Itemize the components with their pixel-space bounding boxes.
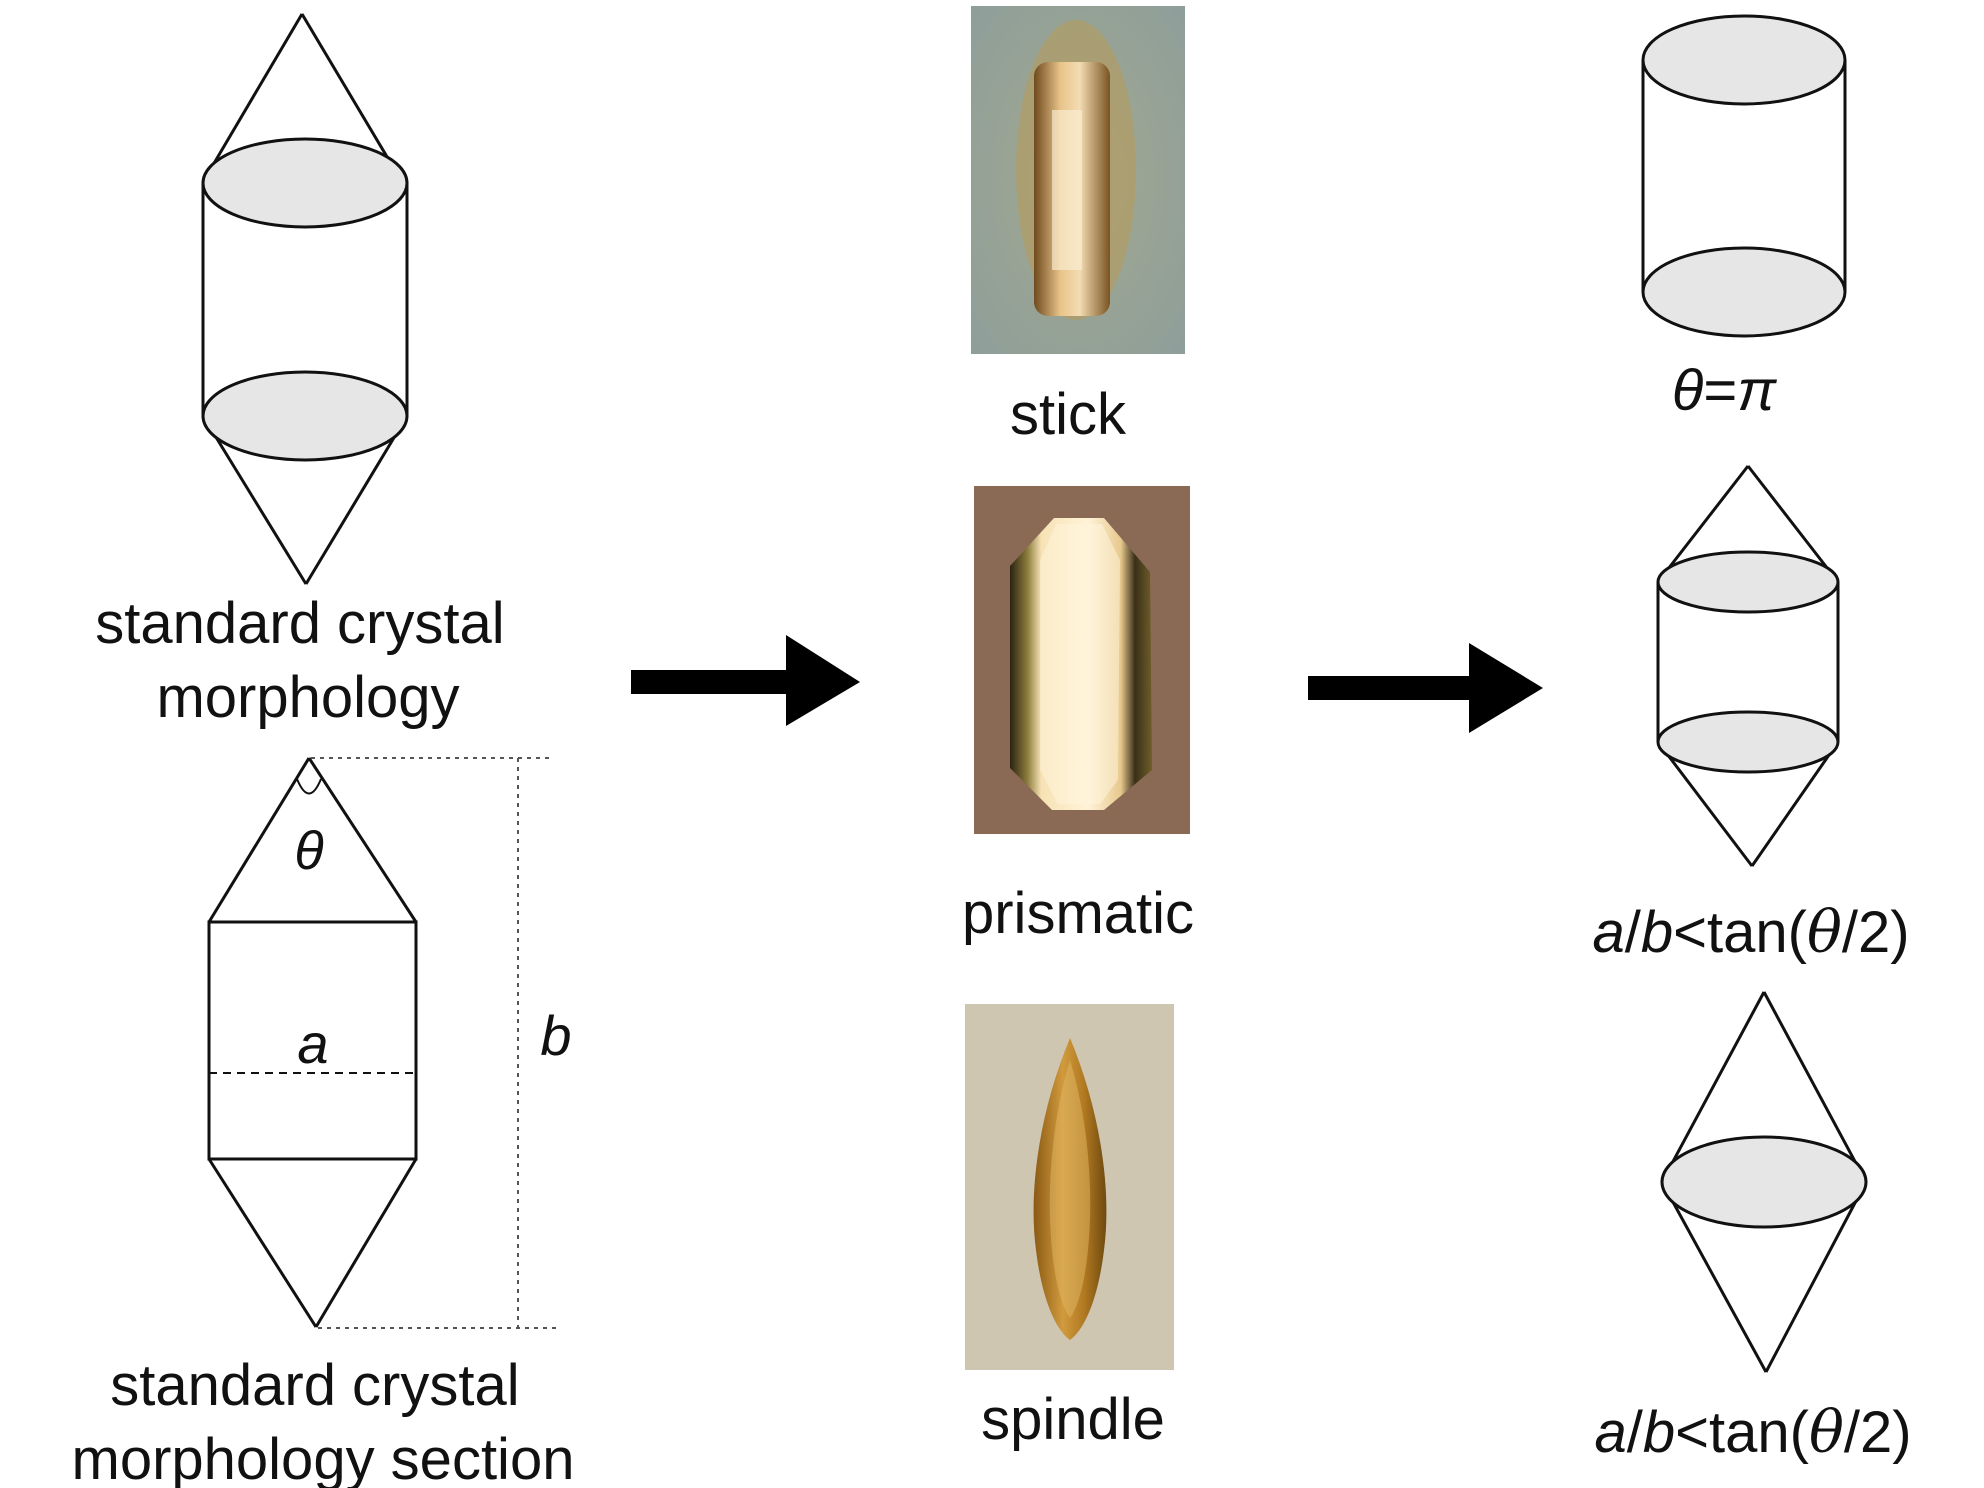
condition-cylinder-eq: = bbox=[1703, 358, 1737, 423]
standard-morphology-label: standard crystal morphology bbox=[95, 591, 521, 730]
section-apex-right bbox=[307, 757, 418, 923]
lower-cone-left-edge bbox=[201, 415, 308, 585]
arrow-left-to-middle bbox=[631, 635, 860, 726]
arrow-middle-to-right bbox=[1308, 643, 1543, 733]
bicone-ellipse bbox=[1660, 1135, 1868, 1229]
section-bottom-right bbox=[314, 1158, 418, 1328]
standard-crystal-3d bbox=[201, 13, 409, 585]
condition-bottom-a: a bbox=[1594, 1400, 1626, 1465]
b-label: b bbox=[540, 1004, 571, 1067]
standard-morphology-line-2: morphology bbox=[156, 665, 459, 730]
cylinder-shape-bottom-ellipse bbox=[1641, 246, 1847, 338]
condition-middle-slash: / bbox=[1625, 900, 1642, 965]
upper-cone-left-edge bbox=[201, 13, 304, 183]
bicone-top-right bbox=[1762, 991, 1868, 1183]
condition-cylinder-pi: π bbox=[1737, 358, 1777, 423]
condition-bottom-rest: <tan( bbox=[1675, 1400, 1809, 1465]
spindle-label: spindle bbox=[981, 1387, 1165, 1452]
condition-middle-b: b bbox=[1641, 900, 1673, 965]
section-apex-left bbox=[207, 757, 311, 923]
capped-top-right bbox=[1746, 465, 1840, 583]
capped-bottom-left bbox=[1656, 741, 1754, 867]
upper-cone-right-edge bbox=[300, 13, 404, 183]
standard-section-line-1: standard crystal bbox=[110, 1353, 519, 1418]
condition-middle-tail: /2) bbox=[1842, 900, 1910, 965]
prismatic-label: prismatic bbox=[962, 881, 1194, 946]
condition-bottom-theta: θ bbox=[1809, 1398, 1844, 1466]
capped-bottom-right bbox=[1750, 741, 1840, 867]
condition-middle-label: a/b<tan(θ/2) bbox=[1592, 898, 1909, 966]
condition-middle-a: a bbox=[1592, 900, 1624, 965]
condition-cylinder-label: θ=π bbox=[1672, 358, 1777, 423]
condition-bottom-tail: /2) bbox=[1844, 1400, 1912, 1465]
capped-top-left bbox=[1656, 465, 1750, 583]
condition-middle-theta: θ bbox=[1807, 898, 1842, 966]
stick-crystal-photo bbox=[971, 6, 1185, 354]
condition-bottom-label: a/b<tan(θ/2) bbox=[1594, 1398, 1911, 1466]
theta-angle-arc bbox=[296, 778, 322, 795]
condition-bottom-slash: / bbox=[1627, 1400, 1644, 1465]
condition-middle-rest: <tan( bbox=[1673, 900, 1807, 965]
bottom-ellipse bbox=[201, 370, 409, 462]
prismatic-crystal-photo bbox=[974, 486, 1190, 834]
standard-section-line-2: morphology section bbox=[72, 1427, 575, 1488]
cylinder-shape-top-ellipse bbox=[1641, 14, 1847, 106]
standard-section-label: standard crystal morphology section bbox=[72, 1353, 575, 1488]
bicone-bottom-left bbox=[1660, 1181, 1768, 1373]
standard-crystal-section bbox=[207, 757, 556, 1329]
theta-label: θ bbox=[294, 821, 323, 881]
section-bottom-left bbox=[207, 1158, 318, 1328]
capped-bottom-ellipse bbox=[1656, 710, 1840, 774]
standard-morphology-line-1: standard crystal bbox=[95, 591, 504, 656]
condition-cylinder-theta: θ bbox=[1672, 358, 1703, 423]
bicone-shape bbox=[1660, 991, 1868, 1373]
capped-cylinder-shape bbox=[1656, 465, 1840, 867]
cylinder-shape bbox=[1641, 14, 1847, 338]
stick-label: stick bbox=[1010, 382, 1127, 447]
lower-cone-right-edge bbox=[304, 415, 409, 585]
capped-top-ellipse bbox=[1656, 550, 1840, 614]
condition-bottom-b: b bbox=[1643, 1400, 1675, 1465]
section-rectangle bbox=[207, 920, 418, 1161]
bicone-bottom-right bbox=[1764, 1181, 1868, 1373]
top-ellipse bbox=[201, 137, 409, 229]
spindle-crystal-photo bbox=[965, 1004, 1174, 1370]
a-label: a bbox=[297, 1012, 328, 1075]
bicone-top-left bbox=[1660, 991, 1766, 1183]
